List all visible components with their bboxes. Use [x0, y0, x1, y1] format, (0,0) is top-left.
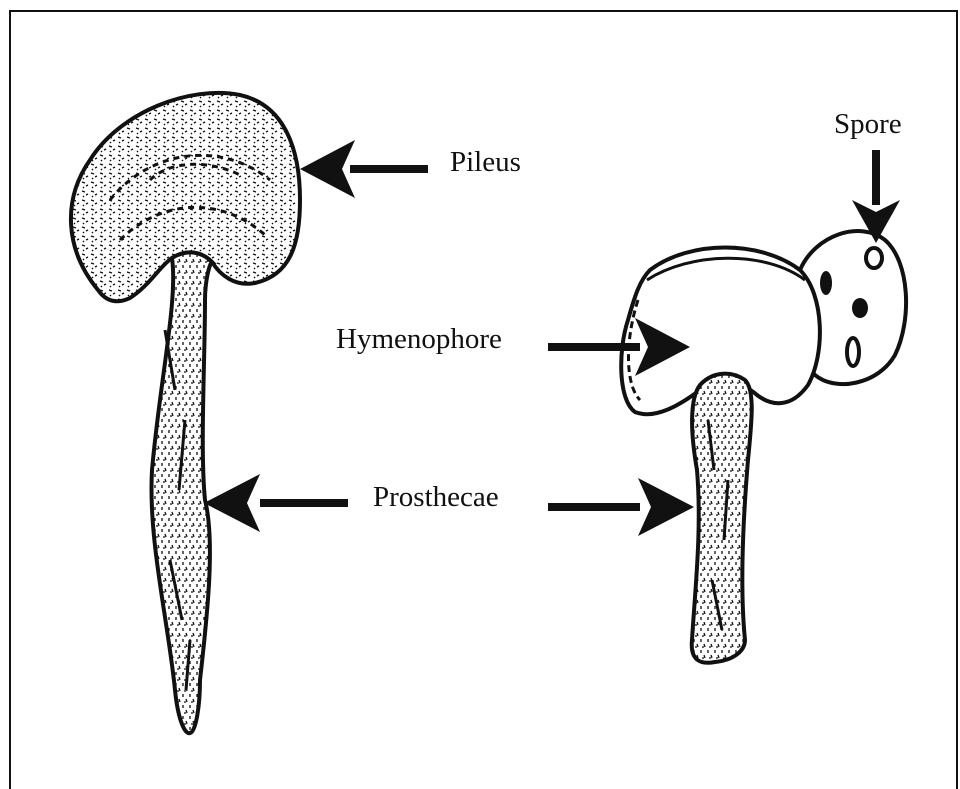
arrow-spore — [852, 150, 900, 243]
arrow-pileus — [300, 140, 428, 198]
left-stipe — [151, 252, 212, 733]
right-mushroom — [621, 231, 906, 663]
arrow-prosthecae-right — [548, 478, 694, 536]
spore-dot — [866, 248, 882, 268]
label-spore: Spore — [834, 110, 902, 139]
label-pileus: Pileus — [450, 148, 521, 177]
left-mushroom — [71, 93, 300, 733]
arrow-prosthecae-left — [204, 474, 348, 532]
label-hymenophore: Hymenophore — [336, 325, 502, 354]
right-stipe — [692, 374, 752, 663]
label-prosthecae: Prosthecae — [373, 483, 499, 512]
